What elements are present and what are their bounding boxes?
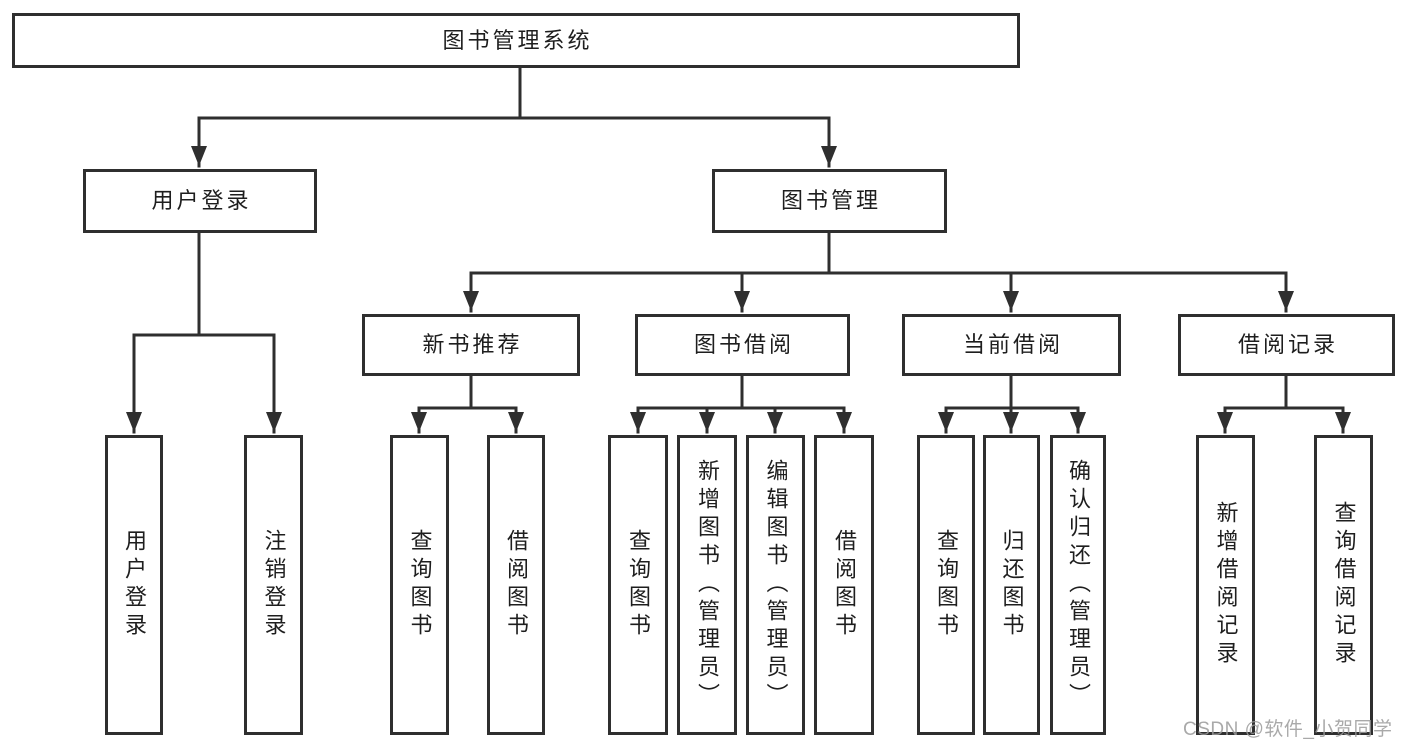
connector-book-borrow-trunk bbox=[636, 374, 846, 410]
node-nbr-query-book: 查询图书 bbox=[390, 435, 449, 735]
node-new-book-recommend: 新书推荐 bbox=[362, 314, 580, 376]
node-br-query-record: 查询借阅记录 bbox=[1314, 435, 1373, 735]
connector-book-management-trunk bbox=[469, 231, 1288, 275]
node-nbr-borrow-book: 借阅图书 bbox=[487, 435, 545, 735]
node-user-login: 用户登录 bbox=[83, 169, 317, 233]
node-borrow-record: 借阅记录 bbox=[1178, 314, 1395, 376]
connector-new-book-recommend-trunk bbox=[417, 374, 518, 410]
connector-user-login-trunk bbox=[132, 231, 276, 337]
node-login: 用户登录 bbox=[105, 435, 163, 735]
node-bb-edit-book: 编辑图书（管理员） bbox=[746, 435, 805, 735]
node-cb-return-book: 归还图书 bbox=[983, 435, 1040, 735]
node-cb-confirm-return: 确认归还（管理员） bbox=[1050, 435, 1106, 735]
node-logout: 注销登录 bbox=[244, 435, 303, 735]
node-current-borrow: 当前借阅 bbox=[902, 314, 1121, 376]
node-book-borrow: 图书借阅 bbox=[635, 314, 850, 376]
node-br-add-record: 新增借阅记录 bbox=[1196, 435, 1255, 735]
node-cb-query-book: 查询图书 bbox=[917, 435, 975, 735]
csdn-watermark: CSDN @软件_小贺同学 bbox=[1183, 719, 1393, 740]
node-bb-borrow-book: 借阅图书 bbox=[814, 435, 874, 735]
node-library-management-system: 图书管理系统 bbox=[12, 13, 1020, 68]
connector-current-borrow-trunk bbox=[944, 374, 1080, 410]
node-bb-query-book: 查询图书 bbox=[608, 435, 668, 735]
connector-root-trunk bbox=[197, 66, 831, 120]
node-book-management: 图书管理 bbox=[712, 169, 947, 233]
connector-borrow-record-trunk bbox=[1223, 374, 1345, 410]
node-bb-add-book: 新增图书（管理员） bbox=[677, 435, 737, 735]
